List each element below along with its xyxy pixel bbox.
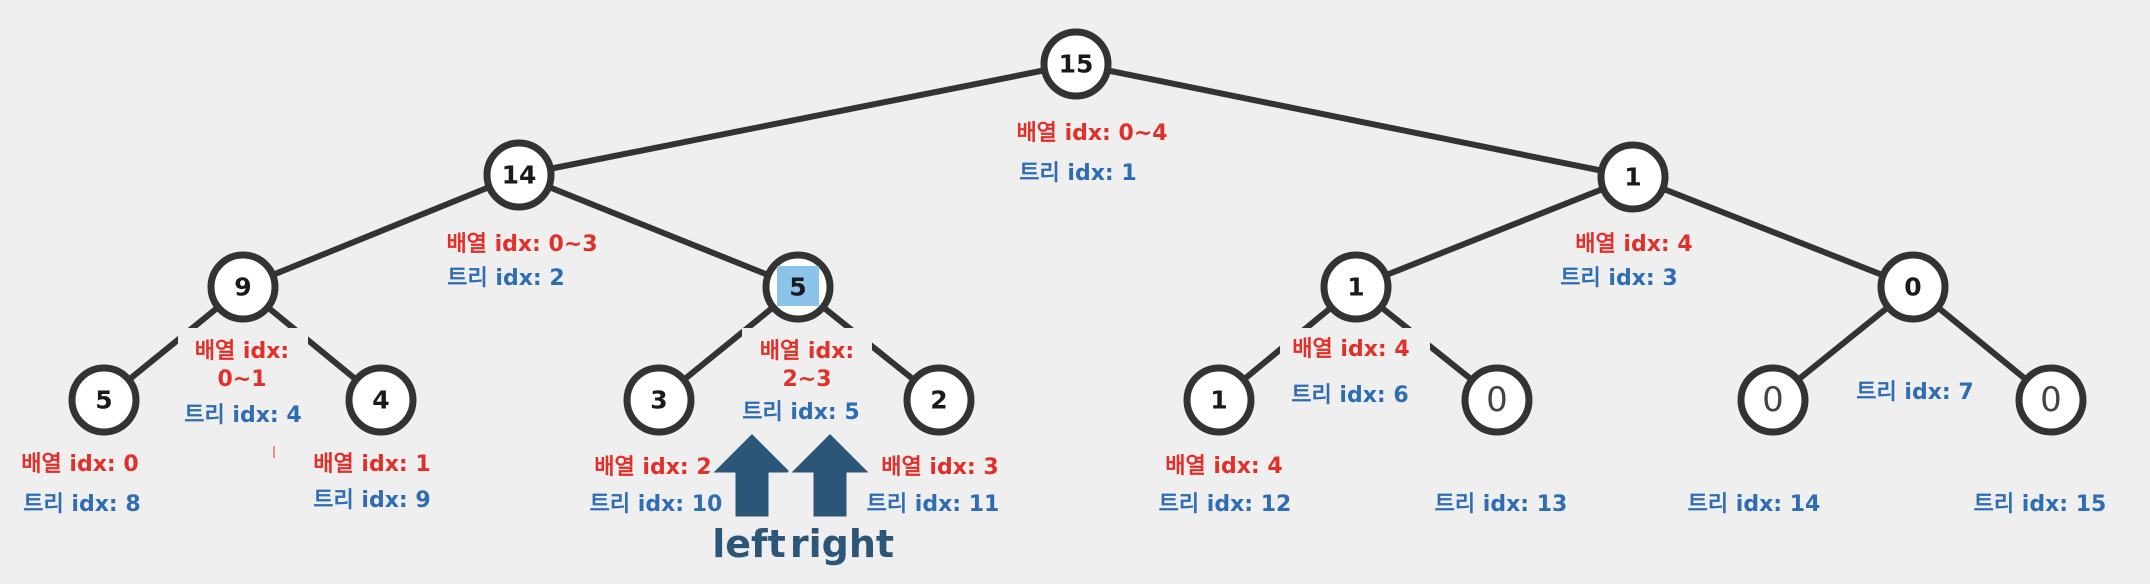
tree-index-label: 트리 idx: 11	[867, 492, 1000, 517]
node-value: 0	[2040, 380, 2062, 420]
node-circle	[623, 364, 695, 436]
tree-index-label: 트리 idx: 3	[1560, 266, 1677, 291]
label-backdrop-6	[1280, 328, 1430, 368]
node-circle	[1737, 364, 1809, 436]
edge-3-6	[1353, 174, 1636, 290]
array-index-label: 배열 idx: 3	[881, 455, 998, 480]
array-index-label: 배열 idx:	[195, 339, 289, 364]
array-index-label: 배열 idx: 4	[1575, 232, 1692, 257]
node-value: 1	[1347, 273, 1364, 302]
tree-node-15: 0	[2015, 364, 2087, 436]
node-value: 0	[1904, 273, 1921, 302]
node-circle	[1877, 251, 1949, 323]
node-value: 0	[1486, 380, 1508, 420]
tree-index-label: 트리 idx: 4	[184, 403, 301, 428]
edge-2-4	[240, 172, 522, 290]
node-value: 3	[650, 386, 667, 415]
tree-index-label: 트리 idx: 15	[1974, 492, 2107, 517]
tree-node-3: 1	[1597, 141, 1669, 213]
node-circle	[345, 364, 417, 436]
node-value: 15	[1059, 50, 1094, 79]
tree-index-label: 트리 idx: 13	[1435, 492, 1568, 517]
tree-node-8: 5	[68, 364, 140, 436]
left-pointer-arrow-icon	[706, 429, 798, 520]
label-backdrop-4	[178, 328, 308, 394]
left-pointer-label: left	[712, 522, 786, 566]
node-circle	[903, 364, 975, 436]
edge-2-5	[516, 172, 801, 290]
array-index-range: 0~1	[217, 367, 266, 392]
array-index-label: 배열 idx:	[760, 339, 854, 364]
tree-node-9: 4	[345, 364, 417, 436]
node-value: 4	[372, 386, 389, 415]
node-value: 9	[234, 273, 251, 302]
tree-index-label: 트리 idx: 14	[1688, 492, 1821, 517]
node-highlight	[777, 266, 819, 306]
tree-node-2: 14	[483, 139, 555, 211]
tree-node-14: 0	[1737, 364, 1809, 436]
label-backdrop-5	[742, 328, 872, 394]
node-circle	[68, 364, 140, 436]
tree-node-6: 1	[1320, 251, 1392, 323]
tree-index-label: 트리 idx: 8	[23, 492, 140, 517]
node-circle	[1597, 141, 1669, 213]
node-circle	[483, 139, 555, 211]
node-value: 5	[789, 273, 806, 302]
edge-1-2	[516, 61, 1079, 178]
right-pointer-label: right	[790, 522, 894, 566]
array-index-label: 배열 idx: 2	[594, 455, 711, 480]
node-value: 2	[930, 386, 947, 415]
array-index-label: 배열 idx: 4	[1165, 454, 1282, 479]
node-value: 5	[95, 386, 112, 415]
node-value: 1	[1624, 163, 1641, 192]
node-circle	[2015, 364, 2087, 436]
right-pointer-arrow-icon	[784, 429, 876, 520]
array-index-label: 배열 idx: 1	[313, 452, 430, 477]
tree-index-label: 트리 idx: 10	[590, 492, 723, 517]
tree-node-1: 15	[1040, 28, 1112, 100]
node-circle	[1461, 364, 1533, 436]
edge-1-3	[1073, 61, 1636, 180]
tree-node-4: 9	[207, 251, 279, 323]
tree-node-11: 2	[903, 364, 975, 436]
node-value: 0	[1762, 380, 1784, 420]
array-index-range: 2~3	[782, 367, 831, 392]
array-index-label: 배열 idx: 0~4	[1016, 121, 1167, 146]
array-index-label: 배열 idx: 4	[1292, 337, 1409, 362]
edge-3-7	[1630, 174, 1916, 290]
tree-index-label: 트리 idx: 5	[742, 400, 859, 425]
tree-node-10: 3	[623, 364, 695, 436]
tree-index-label: 트리 idx: 9	[313, 488, 430, 513]
node-circle	[207, 251, 279, 323]
tree-index-label: 트리 idx: 1	[1019, 161, 1136, 186]
tree-node-13: 0	[1461, 364, 1533, 436]
node-circle	[1183, 364, 1255, 436]
array-index-label: 배열 idx: 0	[21, 452, 138, 477]
array-index-label: 배열 idx: 0~3	[446, 232, 597, 257]
node-value: 1	[1210, 386, 1227, 415]
tree-node-7: 0	[1877, 251, 1949, 323]
tree-index-label: 트리 idx: 6	[1291, 383, 1408, 408]
tree-index-label: 트리 idx: 2	[447, 266, 564, 291]
tree-node-12: 1	[1183, 364, 1255, 436]
tree-index-label: 트리 idx: 12	[1159, 492, 1292, 517]
tree-node-5: 5	[762, 251, 834, 323]
node-circle	[1040, 28, 1112, 100]
node-circle	[1320, 251, 1392, 323]
tree-index-label: 트리 idx: 7	[1856, 380, 1973, 405]
node-value: 14	[502, 161, 537, 190]
